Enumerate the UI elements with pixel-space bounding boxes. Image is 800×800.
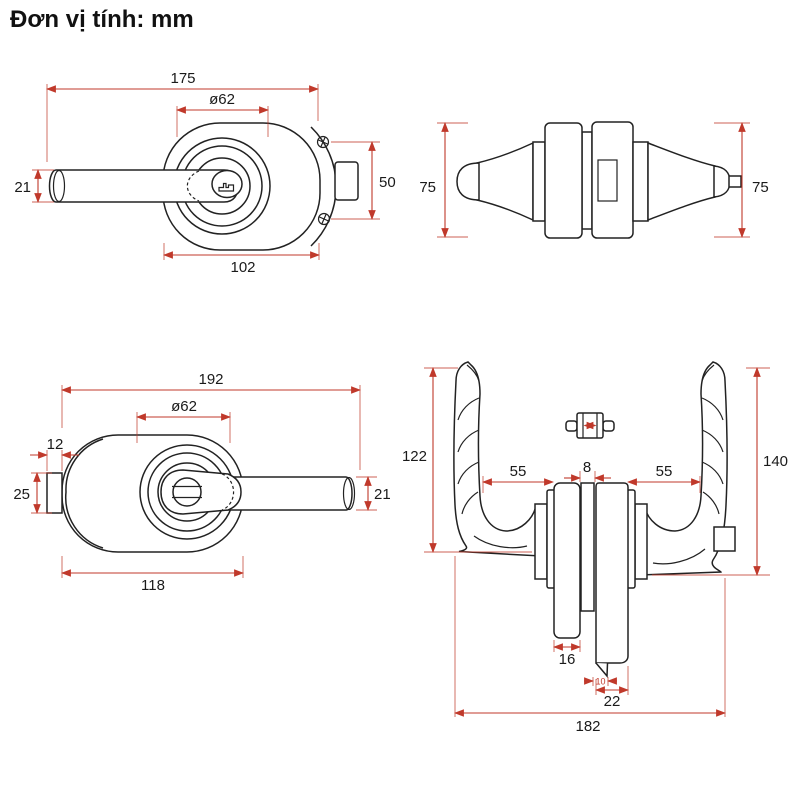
dim-body-length: 102: [230, 259, 255, 276]
dim-body-length: 118: [141, 577, 165, 594]
dim-total-length: 192: [198, 371, 223, 388]
dim-latch-height: 25: [13, 486, 30, 503]
right-lever-cap: [713, 165, 731, 198]
dim-rose-diameter: ø62: [171, 398, 197, 415]
left-lever-neck: [476, 141, 534, 222]
latch-bolt: [46, 472, 63, 514]
interior-plate: [553, 482, 581, 639]
dim-lever-thickness: 21: [374, 486, 391, 503]
center-neck: [581, 131, 593, 230]
right-lever-neck: [647, 141, 716, 222]
right-neck: [634, 503, 648, 580]
left-grip-waves: [457, 397, 480, 515]
left-lever-tip-crease: [466, 364, 480, 382]
push-button: [728, 175, 742, 188]
dim-right-height: 75: [752, 179, 769, 196]
keyhole-icon: [218, 182, 235, 192]
lever-bar: [48, 169, 239, 203]
right-step: [632, 141, 649, 222]
body-edge-arc: [64, 438, 104, 549]
latch-housing: [334, 161, 359, 201]
right-lever-contour: [652, 548, 706, 565]
left-lever-contour: [473, 535, 528, 549]
spindle-part: [565, 412, 615, 439]
thumbturn: [172, 477, 202, 507]
left-step: [532, 141, 546, 222]
view-front: 122 140 55 8 55 16 10: [402, 361, 788, 735]
left-rose-block: [544, 122, 583, 239]
page-title: Đơn vị tính: mm: [10, 6, 194, 33]
dim-left-lever-reach: 55: [510, 463, 527, 480]
dim-total-length: 175: [170, 70, 195, 87]
dim-tip-angle: 10: [595, 677, 605, 687]
dim-lever-thickness: 21: [14, 179, 31, 196]
view-exterior-side: 175 ø62 21 50 102: [14, 70, 395, 276]
dim-exterior-lever-height: 140: [763, 453, 788, 470]
exterior-plate: [595, 482, 629, 664]
lever-end-cap: [342, 476, 356, 511]
left-lever: [453, 361, 542, 557]
screw-top-icon: [316, 135, 330, 149]
dim-rose-diameter: ø62: [209, 91, 235, 108]
push-button: [713, 526, 736, 552]
dim-screw-spacing: 50: [379, 174, 396, 191]
view-edge-profile: 75 75: [419, 121, 769, 239]
hidden-edge-dashed-arc: [221, 473, 235, 511]
faceplate-detail: [597, 159, 618, 202]
lever-end-cap: [52, 169, 66, 203]
dim-spindle-width: 8: [583, 459, 591, 476]
right-grip-waves: [701, 397, 724, 515]
dim-interior-lever-height: 122: [402, 448, 427, 465]
screw-bottom-icon: [317, 212, 331, 226]
hidden-edge-dashed-arc: [186, 170, 200, 202]
dim-left-height: 75: [419, 179, 436, 196]
dim-total-width: 182: [575, 718, 600, 735]
dim-plate-width: 16: [559, 651, 576, 668]
latch-bolt-tip: [595, 662, 609, 678]
spindle-shaft: [580, 482, 595, 612]
left-lever-cap: [456, 162, 480, 201]
key-cylinder: [211, 169, 243, 199]
dim-right-lever-reach: 55: [656, 463, 673, 480]
view-interior-side: 192 ø62 12 25 21 118: [13, 371, 390, 594]
dim-latch-plate-width: 22: [604, 693, 621, 710]
right-lever-tip-crease: [701, 364, 715, 382]
dim-latch-depth: 12: [47, 436, 64, 453]
left-neck: [534, 503, 548, 580]
thumbturn-slot: [172, 485, 202, 499]
